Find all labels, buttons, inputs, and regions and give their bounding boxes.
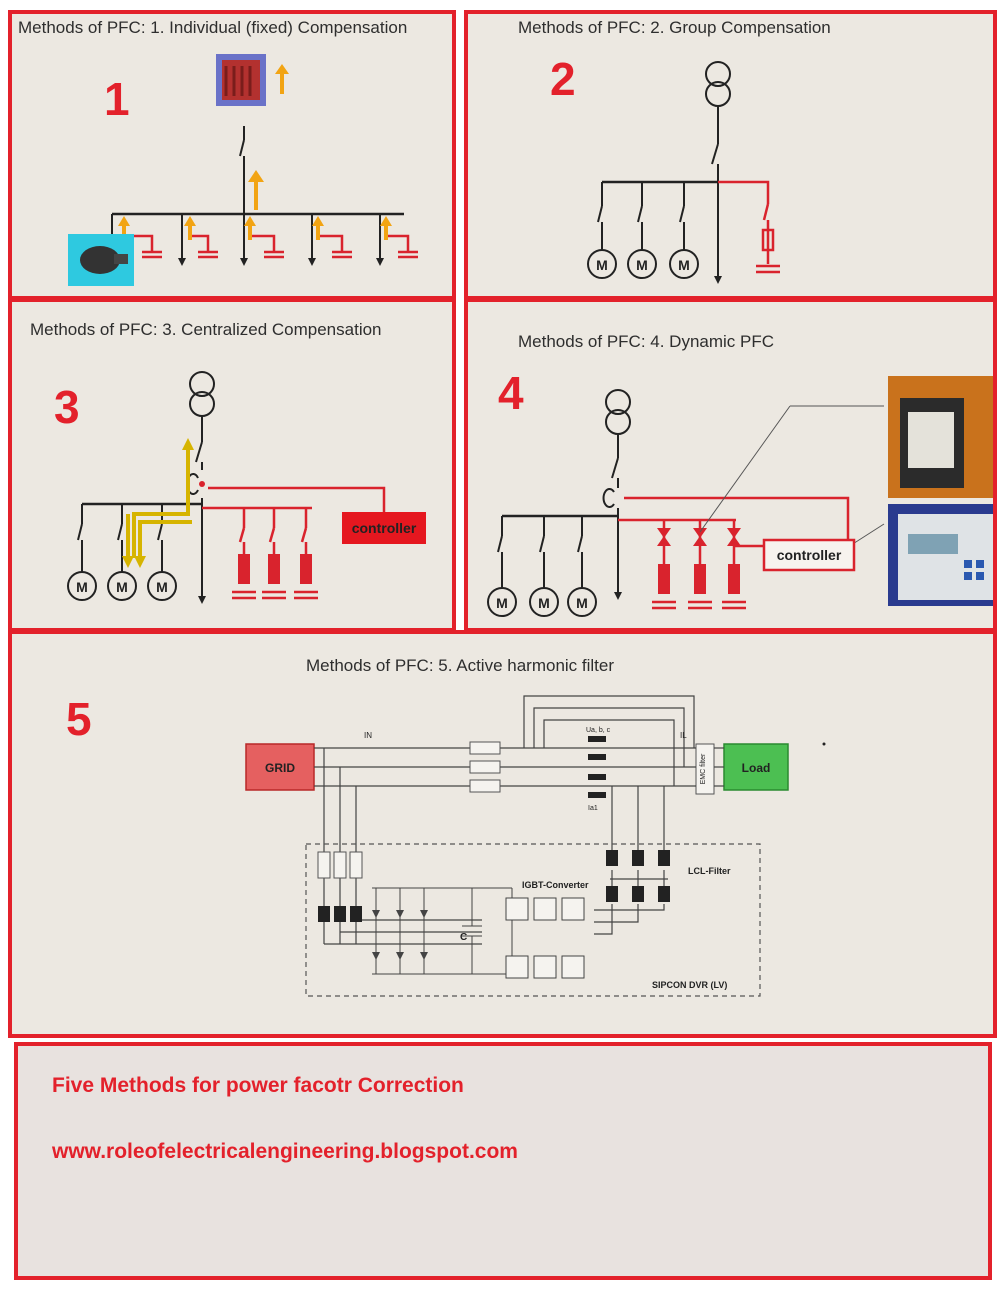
panel-number: 3 bbox=[54, 381, 80, 433]
svg-text:IL: IL bbox=[680, 731, 687, 740]
svg-text:M: M bbox=[678, 257, 690, 273]
active-harmonic-filter-diagram: GRID Load EMC filter bbox=[245, 695, 826, 997]
svg-text:IN: IN bbox=[364, 731, 372, 740]
series-transformer bbox=[318, 736, 670, 922]
centralized-compensation-diagram: M M M controller bbox=[67, 371, 426, 604]
panel-number: 1 bbox=[104, 73, 130, 125]
panel-active-harmonic-filter: Methods of PFC: 5. Active harmonic filte… bbox=[8, 630, 997, 1038]
panel-dynamic-pfc: Methods of PFC: 4. Dynamic PFC 4 M M M bbox=[464, 298, 997, 632]
panel-title: Methods of PFC: 5. Active harmonic filte… bbox=[306, 656, 615, 675]
panel-individual-compensation: Methods of PFC: 1. Individual (fixed) Co… bbox=[8, 10, 456, 300]
thyristor-capacitor-banks bbox=[618, 496, 850, 610]
motor-icon bbox=[147, 571, 177, 601]
igbt-converter bbox=[505, 897, 585, 979]
reactive-current-arrows bbox=[126, 448, 192, 558]
motor-icon bbox=[669, 249, 699, 279]
load-box bbox=[723, 743, 789, 791]
svg-text:Ua, b, c: Ua, b, c bbox=[586, 727, 611, 734]
panel-number: 5 bbox=[66, 693, 92, 745]
svg-text:GRID: GRID bbox=[265, 761, 295, 775]
capacitor-banks bbox=[202, 486, 386, 600]
svg-text:M: M bbox=[538, 595, 550, 611]
svg-text:Load: Load bbox=[742, 761, 771, 775]
panel-centralized-compensation: Methods of PFC: 3. Centralized Compensat… bbox=[8, 298, 456, 632]
svg-text:M: M bbox=[116, 579, 128, 595]
svg-text:SIPCON DVR (LV): SIPCON DVR (LV) bbox=[652, 980, 727, 990]
switch-icon bbox=[239, 139, 245, 157]
caption-box: Five Methods for power facotr Correction… bbox=[14, 1042, 992, 1280]
panel-title: Methods of PFC: 1. Individual (fixed) Co… bbox=[18, 18, 408, 37]
motor-icon bbox=[567, 587, 597, 617]
rectifier-bridge bbox=[372, 887, 513, 975]
panel-title: Methods of PFC: 3. Centralized Compensat… bbox=[30, 320, 382, 339]
svg-text:controller: controller bbox=[777, 547, 842, 563]
transformer-icon bbox=[189, 371, 215, 397]
svg-text:C: C bbox=[460, 932, 467, 943]
caption-text: Five Methods for power facotr Correction bbox=[52, 1074, 464, 1097]
current-transformer-icon bbox=[602, 488, 615, 508]
transformer-icon bbox=[605, 389, 631, 415]
controller-box bbox=[762, 538, 856, 572]
motor-icon bbox=[529, 587, 559, 617]
svg-text:LCL-Filter: LCL-Filter bbox=[688, 866, 731, 876]
arrow-up-icon bbox=[275, 64, 289, 94]
svg-text:Ia1: Ia1 bbox=[588, 805, 598, 812]
svg-text:M: M bbox=[576, 595, 588, 611]
motor-icon bbox=[67, 571, 97, 601]
source-url: www.roleofelectricalengineering.blogspot… bbox=[52, 1140, 518, 1163]
svg-text:M: M bbox=[636, 257, 648, 273]
panel-title: Methods of PFC: 2. Group Compensation bbox=[518, 18, 831, 37]
sipcon-dvr-enclosure bbox=[305, 843, 761, 997]
motor-icon bbox=[587, 249, 617, 279]
svg-text:EMC filter: EMC filter bbox=[700, 753, 707, 784]
panel-group-compensation: Methods of PFC: 2. Group Compensation 2 … bbox=[464, 10, 997, 300]
motor-icon bbox=[107, 571, 137, 601]
motor-icon bbox=[487, 587, 517, 617]
group-compensation-diagram: M M M bbox=[587, 61, 780, 284]
controller-box bbox=[342, 512, 426, 544]
capacitor-bank bbox=[718, 180, 780, 274]
fuses bbox=[317, 741, 501, 879]
individual-compensation-diagram bbox=[68, 54, 418, 286]
svg-text:IGBT-Converter: IGBT-Converter bbox=[522, 880, 589, 890]
grid-box bbox=[245, 743, 315, 791]
dynamic-pfc-diagram: M M M controller bbox=[487, 376, 993, 617]
panel-number: 2 bbox=[550, 53, 576, 105]
motor-icon bbox=[627, 249, 657, 279]
transformer-icon bbox=[705, 61, 731, 87]
emc-filter-box bbox=[695, 743, 715, 795]
svg-text:M: M bbox=[156, 579, 168, 595]
svg-text:M: M bbox=[496, 595, 508, 611]
svg-text:controller: controller bbox=[352, 520, 417, 536]
panel-number: 4 bbox=[498, 367, 524, 419]
capacitor-branches bbox=[132, 234, 418, 259]
panel-title: Methods of PFC: 4. Dynamic PFC bbox=[518, 332, 775, 351]
svg-text:M: M bbox=[596, 257, 608, 273]
svg-text:M: M bbox=[76, 579, 88, 595]
